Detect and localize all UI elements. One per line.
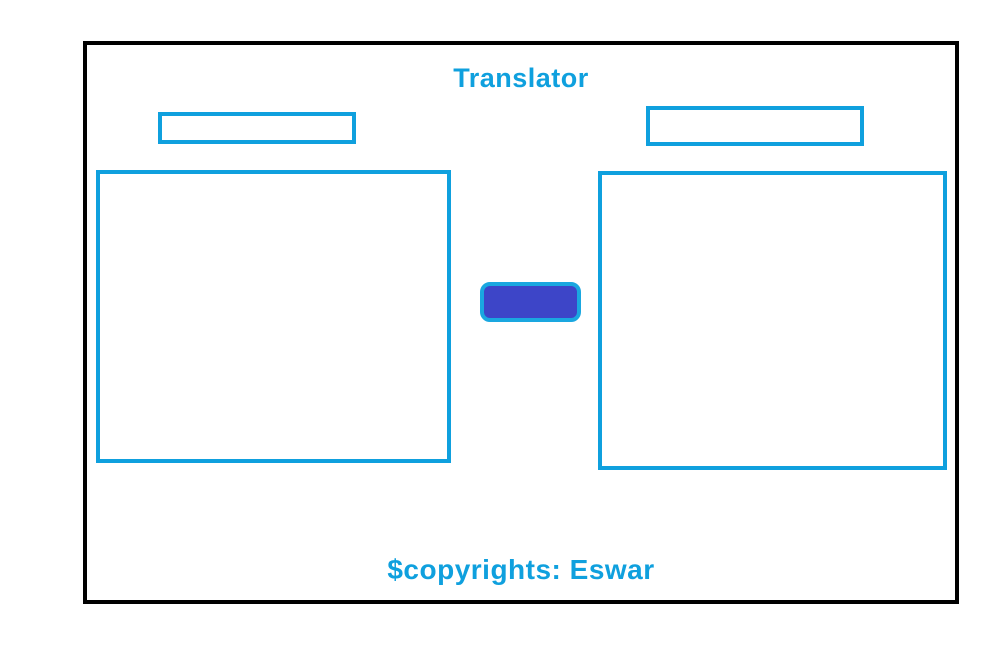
target-language-select[interactable] xyxy=(646,106,864,146)
copyright-footer: $copyrights: Eswar xyxy=(387,554,655,585)
source-text-area[interactable] xyxy=(96,170,451,463)
translate-button[interactable] xyxy=(480,282,581,322)
app-frame: Translator $copyrights: Eswar xyxy=(83,41,959,604)
app-title: Translator xyxy=(453,63,589,93)
source-language-select[interactable] xyxy=(158,112,356,144)
translated-text-area[interactable] xyxy=(598,171,947,470)
